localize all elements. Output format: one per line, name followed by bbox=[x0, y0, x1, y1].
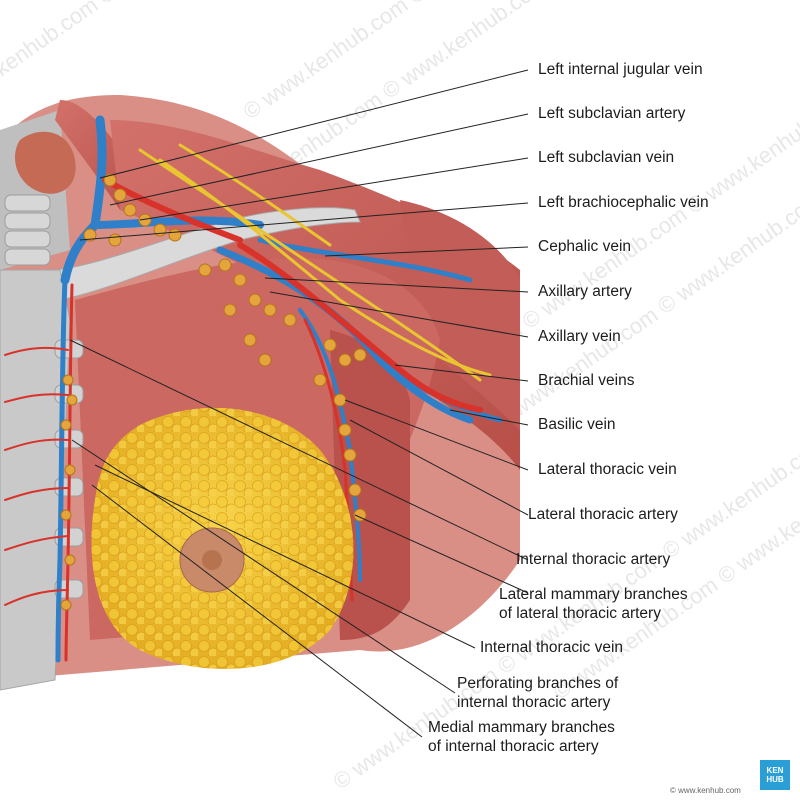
label-left-subclavian-artery: Left subclavian artery bbox=[538, 105, 686, 122]
label-medial-mammary-branches-line1: Medial mammary branches bbox=[428, 719, 615, 736]
mammary-gland bbox=[91, 407, 354, 669]
label-left-brachiocephalic-vein: Left brachiocephalic vein bbox=[538, 194, 709, 211]
label-internal-thoracic-vein: Internal thoracic vein bbox=[480, 639, 624, 656]
label-lateral-thoracic-artery: Lateral thoracic artery bbox=[528, 506, 678, 523]
label-medial-mammary-branches-line2: of internal thoracic artery bbox=[428, 738, 599, 755]
torso bbox=[0, 95, 520, 691]
deltoid-muscle bbox=[400, 200, 520, 430]
label-perforating-branches-line2: internal thoracic artery bbox=[457, 694, 611, 711]
left-subclavian-artery bbox=[102, 177, 243, 243]
label-lateral-thoracic-vein: Lateral thoracic vein bbox=[538, 461, 677, 478]
label-left-subclavian-vein: Left subclavian vein bbox=[538, 149, 675, 166]
label-axillary-vein: Axillary vein bbox=[538, 328, 621, 345]
internal-thoracic-artery bbox=[64, 283, 74, 662]
svg-text:© www.kenhub.com © www.kenhu: © www.kenhub.com © www.kenhub.com © www.… bbox=[239, 0, 800, 124]
label-internal-thoracic-artery: Internal thoracic artery bbox=[516, 551, 671, 568]
brachial-plexus-nerves bbox=[138, 143, 492, 382]
internal-thoracic-vein bbox=[55, 277, 68, 663]
label-axillary-artery: Axillary artery bbox=[538, 283, 632, 300]
perforating-branches bbox=[4, 346, 69, 606]
credit-text: © www.kenhub.com bbox=[670, 786, 741, 795]
label-lateral-mammary-branches-line1: Lateral mammary branches bbox=[499, 586, 688, 603]
left-internal-jugular-vein bbox=[90, 115, 107, 230]
leader-lines bbox=[69, 69, 529, 738]
trachea bbox=[4, 194, 51, 266]
label-brachial-veins: Brachial veins bbox=[538, 372, 635, 389]
label-basilic-vein: Basilic vein bbox=[538, 416, 616, 433]
left-subclavian-vein bbox=[91, 216, 264, 229]
label-cephalic-vein: Cephalic vein bbox=[538, 238, 632, 255]
axillary-artery bbox=[237, 242, 483, 413]
thyroid-gland bbox=[15, 131, 76, 194]
label-perforating-branches-line1: Perforating branches of bbox=[457, 675, 619, 692]
clavicle bbox=[54, 207, 361, 301]
nipple bbox=[202, 550, 222, 570]
label-lateral-mammary-branches-line2: of lateral thoracic artery bbox=[499, 605, 661, 622]
label-left-internal-jugular-vein: Left internal jugular vein bbox=[538, 61, 703, 78]
